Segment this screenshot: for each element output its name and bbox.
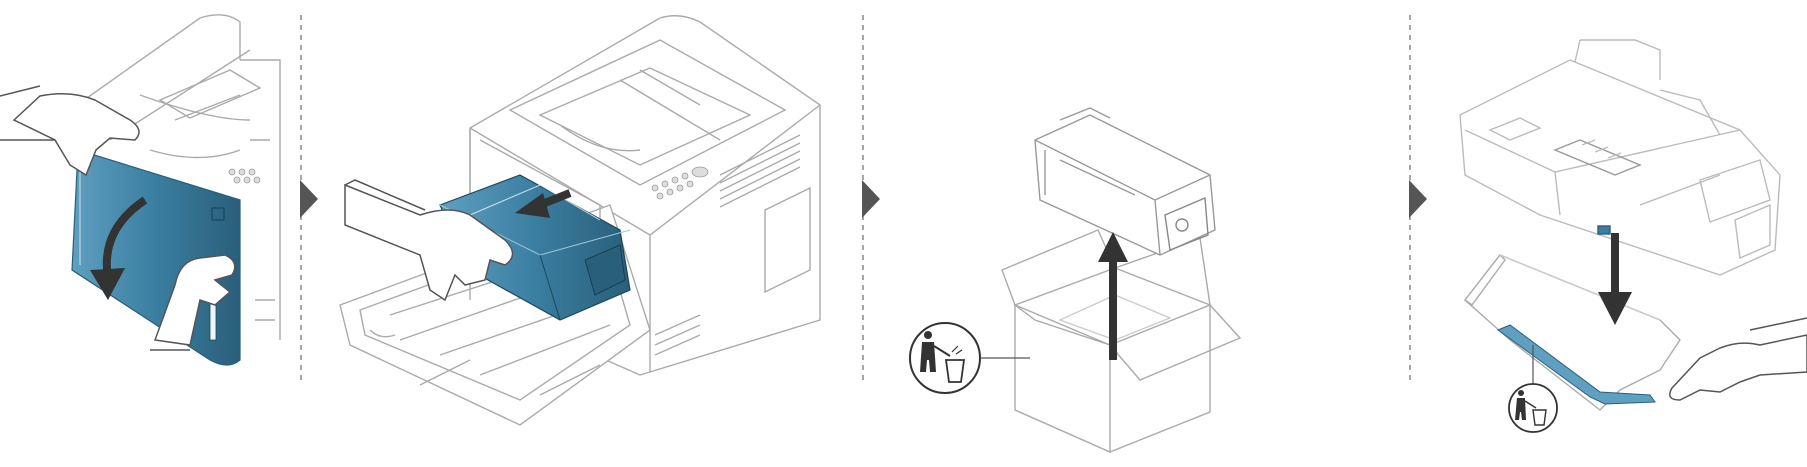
hand-icon [0, 85, 236, 351]
place-cartridge-in-box-icon [1001, 107, 1242, 454]
chevron-right-icon [862, 180, 880, 218]
toner-cartridge [439, 174, 631, 321]
hand-icon [344, 179, 514, 302]
arrow-up-icon [1098, 232, 1128, 360]
sealing-tape [1496, 324, 1656, 405]
remove-protective-sheet-icon [1459, 39, 1781, 411]
chevron-right-icon [1409, 180, 1427, 218]
arrow-down-curve-icon [90, 196, 148, 300]
hand-icon [1669, 317, 1807, 401]
chevron-right-icon [300, 180, 318, 218]
arrow-left-icon [515, 189, 572, 218]
arrow-down-icon [1598, 233, 1632, 325]
dispose-trash-icon [1508, 345, 1558, 433]
dispose-trash-icon [909, 322, 1030, 394]
